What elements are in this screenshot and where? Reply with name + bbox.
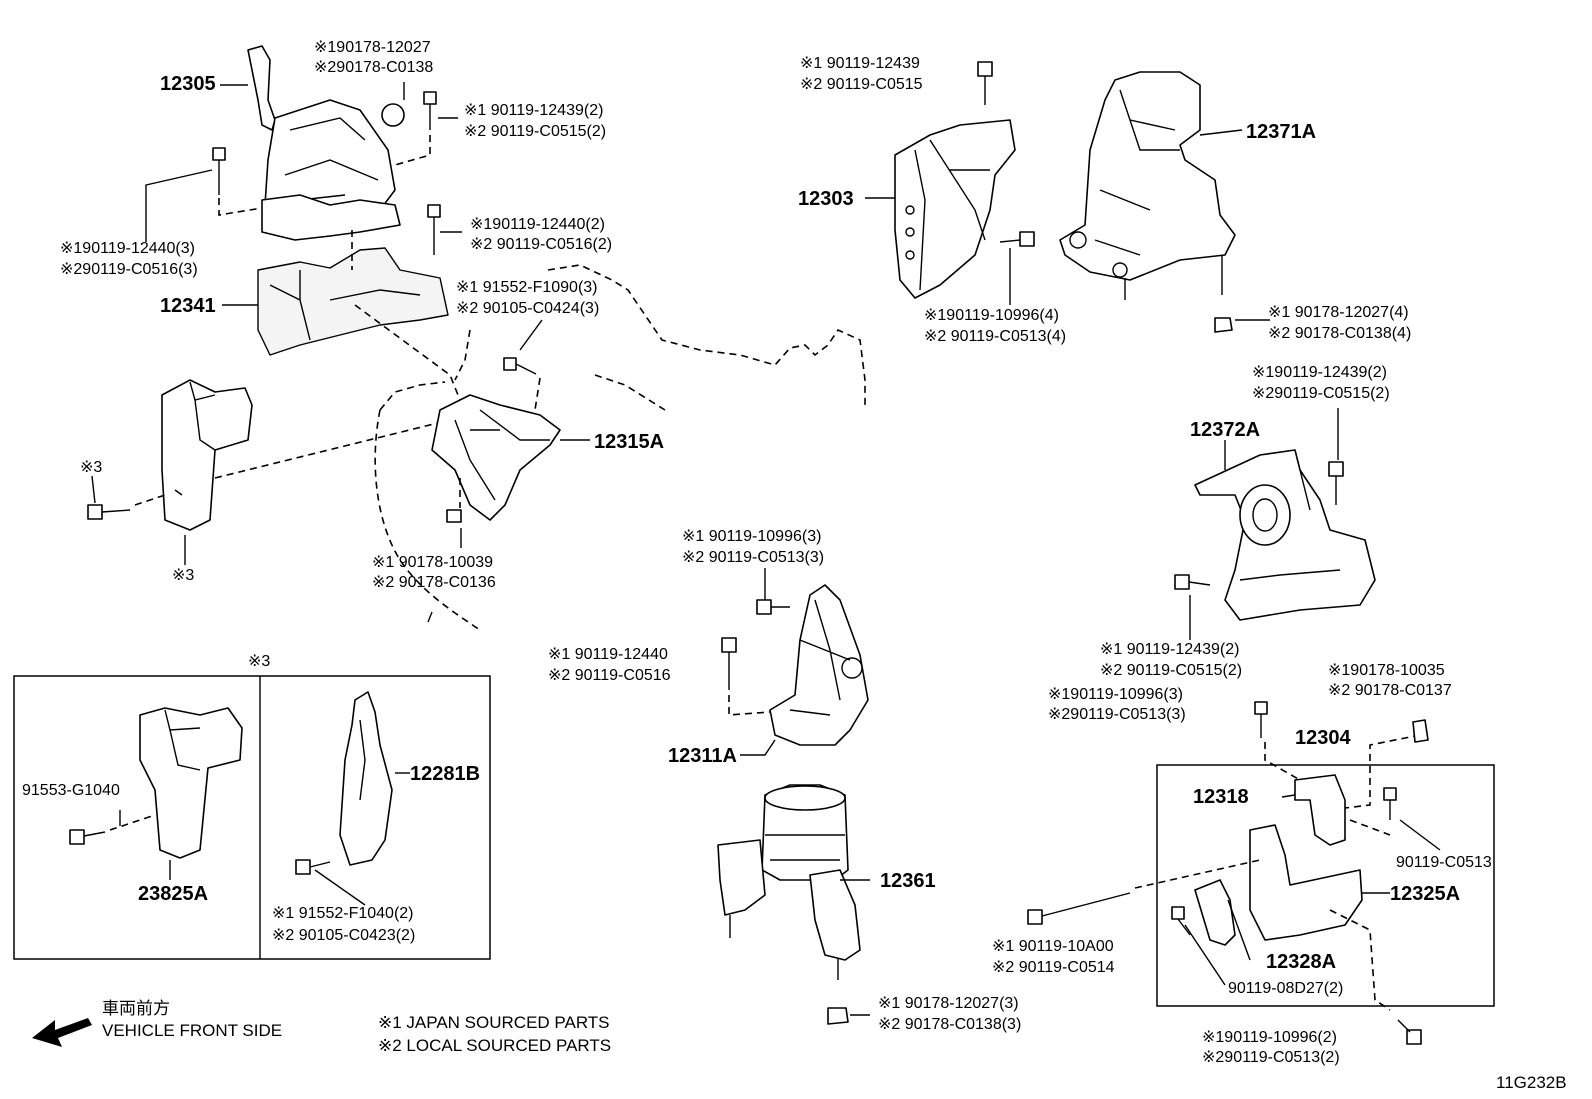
- front-label-jp: 車両前方: [102, 999, 170, 1018]
- engine-mount-12371A: [1059, 71, 1270, 333]
- front-arrow: [32, 1018, 92, 1047]
- ref-label: 90119-08D27(2): [1228, 980, 1343, 997]
- engine-mount-bracket-12315A: [374, 264, 866, 631]
- ref-label: ※2 90178-C0136: [372, 574, 496, 591]
- part-label: 12311A: [668, 745, 737, 767]
- part-label: 12361: [880, 870, 936, 892]
- ref-label: ※2 90119-C0516(2): [470, 236, 612, 253]
- ref-label: ※2 90105-C0423(2): [272, 927, 415, 944]
- ref-label: ※3: [172, 567, 194, 584]
- ref-label: ※2 90119-C0515(2): [464, 123, 606, 140]
- ref-label: 90119-C0513: [1396, 854, 1492, 871]
- part-label: 12315A: [594, 431, 664, 453]
- ref-label: ※190119-12440(2): [470, 216, 605, 233]
- ref-label: ※3: [80, 459, 102, 476]
- ref-label: ※1 91552-F1090(3): [456, 279, 598, 296]
- diagram-code: 11G232B: [1496, 1073, 1567, 1092]
- part-label: 12372A: [1190, 419, 1260, 441]
- ref-label: ※2 90119-C0516: [548, 667, 671, 684]
- ref-label: ※290178-C0138: [314, 59, 433, 76]
- part-label: 12318: [1193, 786, 1249, 808]
- inset-box-3: [13, 675, 491, 960]
- engine-mount-12361: [717, 784, 870, 1025]
- ref-label: ※2 90119-C0514: [992, 959, 1115, 976]
- ref-label: ※2 90119-C0513(4): [924, 328, 1066, 345]
- ref-label: ※290119-C0513(3): [1048, 706, 1186, 723]
- ref-label: ※1 90178-12027(3): [878, 995, 1019, 1012]
- part-label: 12305: [160, 73, 216, 95]
- ref-label: ※2 90119-C0515(2): [1100, 662, 1242, 679]
- inset-title: ※3: [248, 653, 270, 670]
- ref-label: ※190119-10996(4): [924, 307, 1059, 324]
- ref-label: ※2 90105-C0424(3): [456, 300, 599, 317]
- ref-label: ※1 90119-10996(3): [682, 528, 821, 545]
- engine-mount-12372A: [1174, 408, 1376, 640]
- part-label: 23825A: [138, 883, 208, 905]
- ref-label: ※190178-10035: [1328, 662, 1445, 679]
- front-label-en: VEHICLE FRONT SIDE: [102, 1021, 282, 1040]
- part-label: 12303: [798, 188, 854, 210]
- ref-label: ※1 90178-10039: [372, 554, 493, 571]
- ref-label: ※1 90119-12439: [800, 55, 920, 72]
- legend-japan: ※1 JAPAN SOURCED PARTS: [378, 1013, 610, 1032]
- ref-label: ※1 90119-12439(2): [1100, 641, 1239, 658]
- part-label: 12281B: [410, 763, 480, 785]
- ref-label: ※2 90119-C0515: [800, 76, 923, 93]
- part-label: 12341: [160, 295, 216, 317]
- engine-mount-upper-left: [145, 45, 462, 401]
- side-bracket-left: [87, 379, 451, 565]
- part-label: 12371A: [1246, 121, 1316, 143]
- engine-mount-bracket-12303: [865, 61, 1035, 305]
- bracket-assembly-12304: [1027, 701, 1495, 1045]
- ref-label: ※1 91552-F1040(2): [272, 905, 414, 922]
- ref-label: ※1 90119-12439(2): [464, 102, 603, 119]
- ref-label: ※1 90119-12440: [548, 646, 668, 663]
- ref-label: ※1 90178-12027(4): [1268, 304, 1409, 321]
- part-label: 12328A: [1266, 951, 1336, 973]
- ref-label: ※190178-12027: [314, 39, 431, 56]
- engine-mount-bracket-12311A: [721, 568, 869, 756]
- part-label: 12304: [1295, 727, 1351, 749]
- ref-label: ※190119-10996(3): [1048, 686, 1183, 703]
- ref-label: ※2 90178-C0138(3): [878, 1016, 1021, 1033]
- ref-label: ※2 90178-C0137: [1328, 682, 1452, 699]
- ref-label: ※1 90119-10A00: [992, 938, 1114, 955]
- ref-label: ※190119-12440(3): [60, 240, 195, 257]
- part-label: 12325A: [1390, 883, 1460, 905]
- ref-label: ※2 90178-C0138(4): [1268, 325, 1411, 342]
- ref-label: ※290119-C0515(2): [1252, 385, 1390, 402]
- ref-label: ※290119-C0516(3): [60, 261, 198, 278]
- ref-label: ※190119-12439(2): [1252, 364, 1387, 381]
- ref-label: 91553-G1040: [22, 782, 120, 799]
- ref-label: ※290119-C0513(2): [1202, 1049, 1340, 1066]
- ref-label: ※190119-10996(2): [1202, 1029, 1337, 1046]
- ref-label: ※2 90119-C0513(3): [682, 549, 824, 566]
- legend-local: ※2 LOCAL SOURCED PARTS: [378, 1036, 611, 1055]
